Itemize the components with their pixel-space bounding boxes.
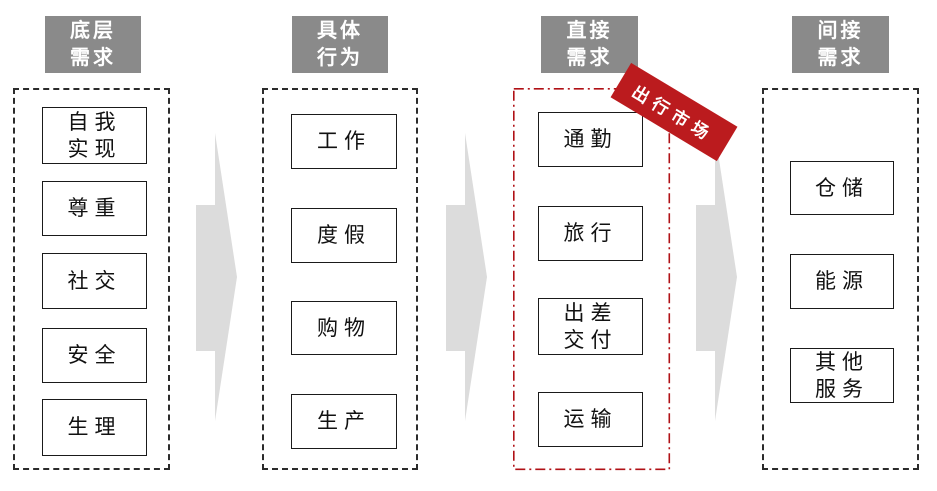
header-indirect-needs: 间接 需求 bbox=[792, 16, 889, 73]
box-business-trip-delivery: 出差 交付 bbox=[538, 298, 643, 355]
box-transport: 运输 bbox=[538, 392, 643, 447]
box-shopping: 购物 bbox=[291, 301, 397, 355]
flow-arrow-3 bbox=[696, 133, 737, 421]
panel-direct-needs: 通勤 旅行 出差 交付 运输 bbox=[513, 88, 670, 470]
box-physiological: 生理 bbox=[42, 399, 147, 456]
box-commute: 通勤 bbox=[538, 112, 643, 167]
box-safety: 安全 bbox=[42, 328, 147, 383]
header-direct-needs: 直接 需求 bbox=[541, 16, 638, 73]
box-vacation: 度假 bbox=[291, 208, 397, 263]
box-other-services: 其他 服务 bbox=[790, 348, 894, 403]
panel-indirect-needs: 仓储 能源 其他 服务 bbox=[762, 88, 919, 470]
flow-arrow-2 bbox=[446, 133, 487, 421]
box-social: 社交 bbox=[42, 253, 147, 309]
flow-arrow-1 bbox=[196, 133, 237, 421]
header-specific-behaviors: 具体 行为 bbox=[292, 16, 388, 73]
panel-bottom-needs: 自我 实现 尊重 社交 安全 生理 bbox=[13, 88, 170, 470]
box-travel: 旅行 bbox=[538, 206, 643, 261]
box-work: 工作 bbox=[291, 114, 397, 169]
box-production: 生产 bbox=[291, 394, 397, 449]
box-energy: 能源 bbox=[790, 254, 894, 309]
box-self-actualization: 自我 实现 bbox=[42, 107, 147, 164]
header-bottom-needs: 底层 需求 bbox=[45, 16, 141, 73]
box-esteem: 尊重 bbox=[42, 181, 147, 236]
panel-specific-behaviors: 工作 度假 购物 生产 bbox=[262, 88, 418, 470]
box-warehousing: 仓储 bbox=[790, 161, 894, 215]
